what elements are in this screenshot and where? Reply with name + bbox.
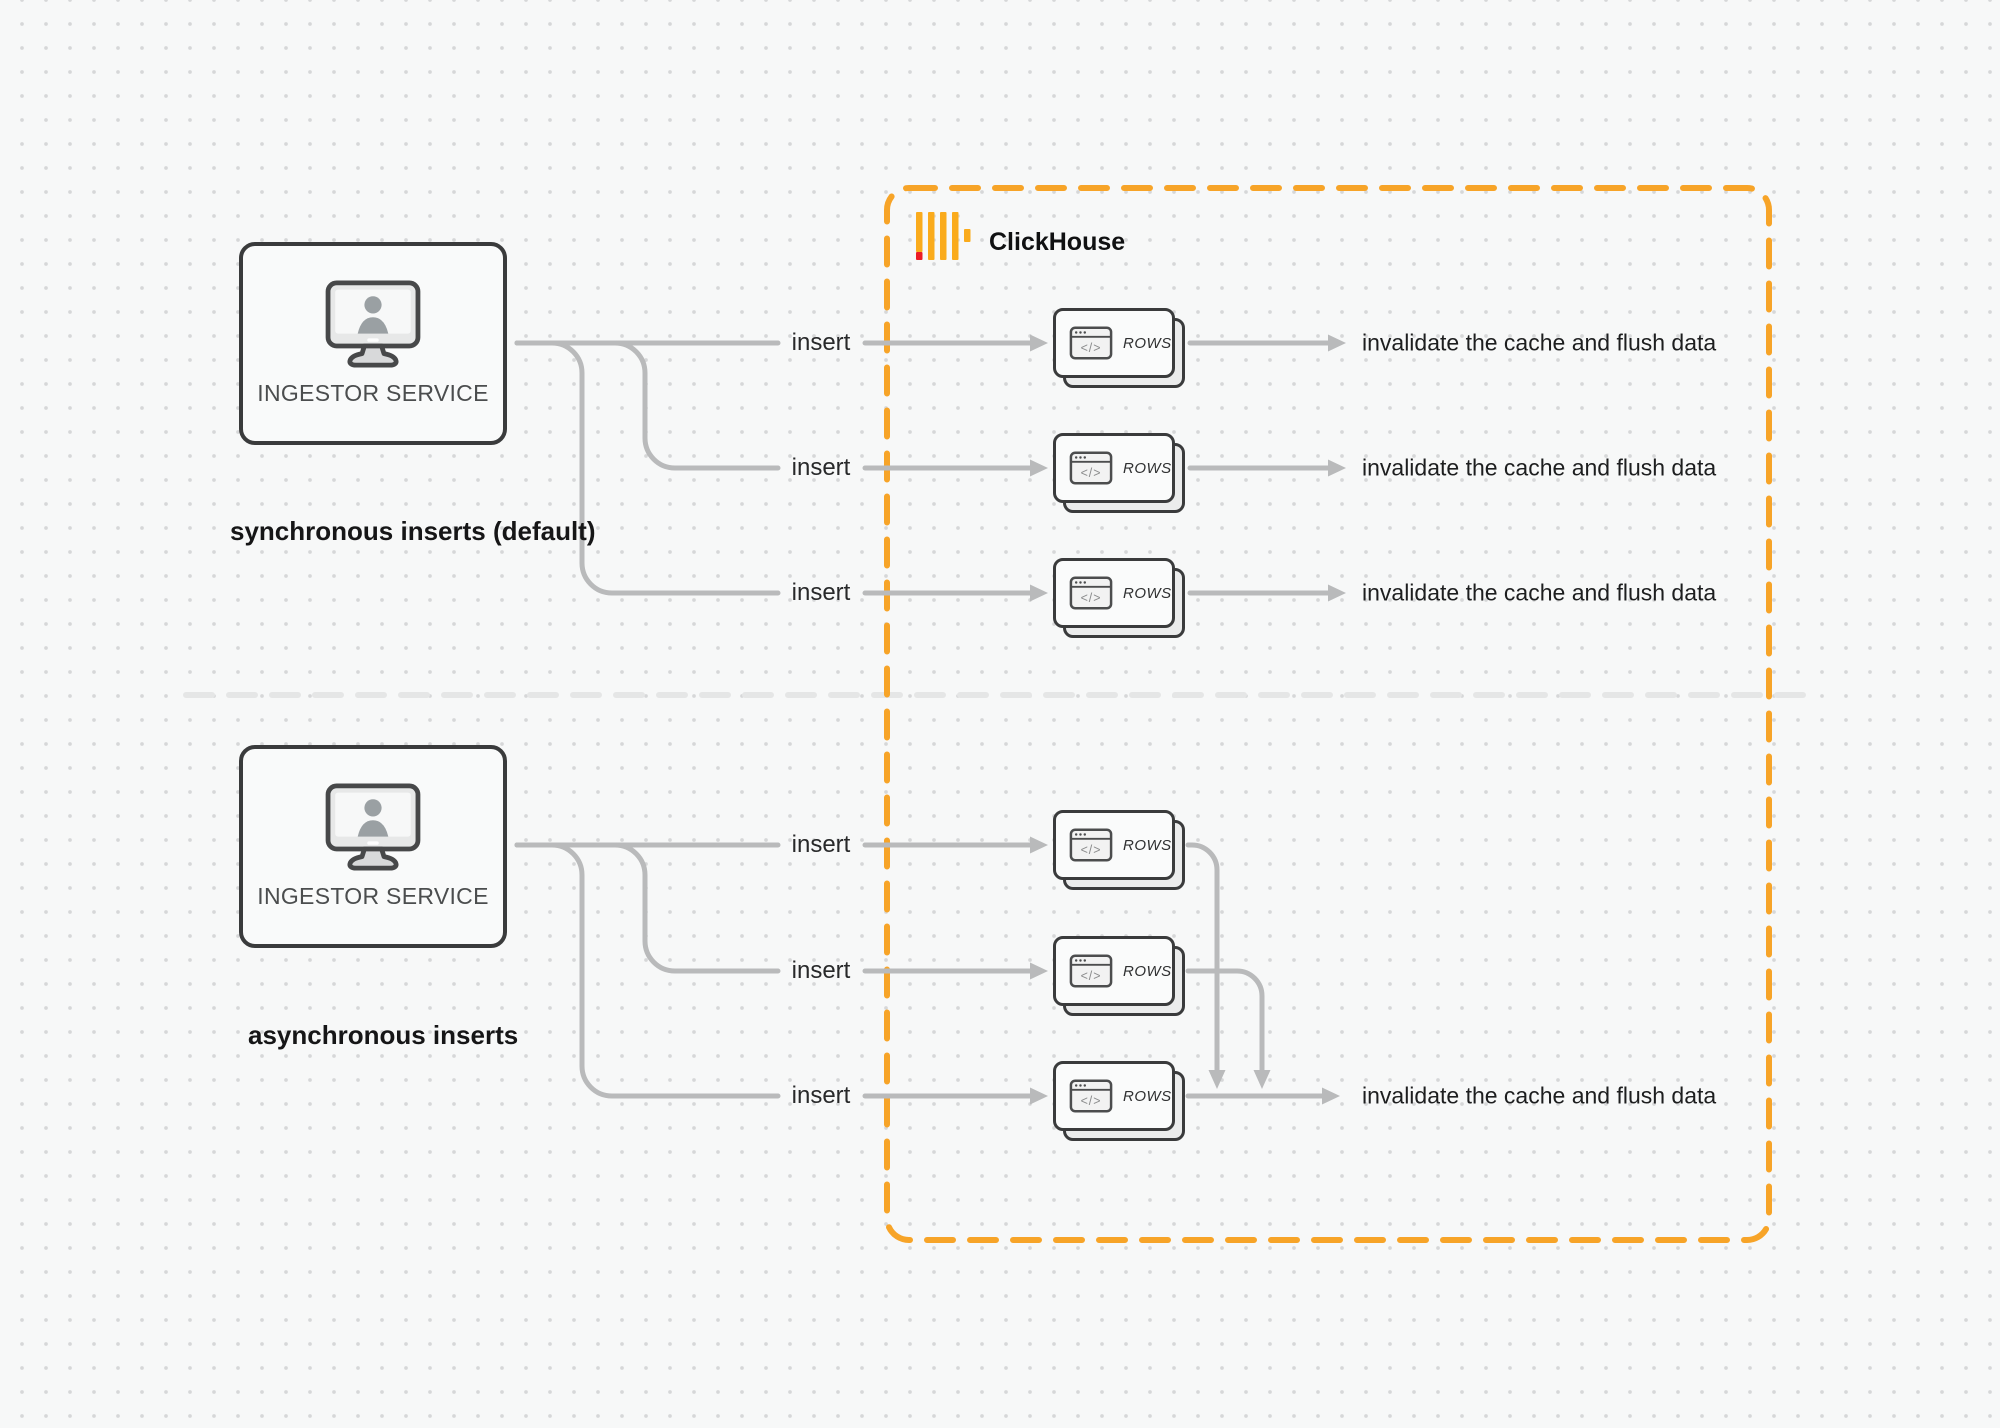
rows-card: </> ROWS: [1053, 308, 1187, 390]
svg-text:</>: </>: [1081, 341, 1102, 355]
arrow-head: [1030, 459, 1048, 477]
arrow-head: [1322, 1087, 1340, 1105]
connector-line: [514, 340, 781, 596]
insert-label: insert: [791, 579, 851, 606]
rows-card: </> ROWS: [1053, 433, 1187, 515]
clickhouse-label: ClickHouse: [989, 228, 1126, 256]
arrow-head: [1030, 1087, 1048, 1105]
rows-card-front: </> ROWS: [1053, 433, 1175, 503]
rows-label: ROWS: [1123, 1087, 1172, 1105]
rows-card-front: </> ROWS: [1053, 308, 1175, 378]
connector-line: [514, 842, 781, 1099]
code-window-icon: </>: [1069, 954, 1113, 988]
code-window-icon: </>: [1069, 451, 1113, 485]
rows-card: </> ROWS: [1053, 558, 1187, 640]
connector-line: [514, 842, 781, 974]
rows-label: ROWS: [1123, 334, 1172, 352]
rows-card-front: </> ROWS: [1053, 558, 1175, 628]
svg-text:</>: </>: [1081, 969, 1102, 983]
rows-card: </> ROWS: [1053, 810, 1187, 892]
insert-label: insert: [791, 831, 851, 858]
svg-text:</>: </>: [1081, 843, 1102, 857]
rows-card: </> ROWS: [1053, 936, 1187, 1018]
monitor-user-icon: [325, 280, 421, 368]
svg-text:</>: </>: [1081, 591, 1102, 605]
arrow-head: [1328, 584, 1346, 602]
rows-label: ROWS: [1123, 459, 1172, 477]
insert-label: insert: [791, 1082, 851, 1109]
code-window-icon: </>: [1069, 828, 1113, 862]
code-window-icon: </>: [1069, 326, 1113, 360]
arrow-head: [1030, 962, 1048, 980]
ingestor-service-label: INGESTOR SERVICE: [257, 883, 489, 909]
connector-line: [514, 340, 781, 471]
arrow-head: [1253, 1070, 1271, 1089]
connector-line: [1185, 968, 1265, 1073]
code-window-icon: </>: [1069, 576, 1113, 610]
monitor-user-icon: [325, 783, 421, 871]
rows-label: ROWS: [1123, 836, 1172, 854]
clickhouse-logo-icon: [916, 212, 971, 260]
arrow-head: [1030, 584, 1048, 602]
result-label: invalidate the cache and flush data: [1362, 579, 1717, 606]
arrow-head: [1328, 459, 1346, 477]
rows-card-front: </> ROWS: [1053, 936, 1175, 1006]
insert-label: insert: [791, 957, 851, 984]
result-label: invalidate the cache and flush data: [1362, 1082, 1717, 1109]
svg-text:</>: </>: [1081, 466, 1102, 480]
insert-label: insert: [791, 329, 851, 356]
ingestor-service-box-async: INGESTOR SERVICE: [239, 745, 507, 948]
rows-label: ROWS: [1123, 962, 1172, 980]
ingestor-service-box-sync: INGESTOR SERVICE: [239, 242, 507, 445]
insert-label: insert: [791, 454, 851, 481]
connector-line: [1185, 842, 1220, 1073]
ingestor-service-label: INGESTOR SERVICE: [257, 380, 489, 406]
rows-card: </> ROWS: [1053, 1061, 1187, 1143]
async-caption: asynchronous inserts: [248, 1020, 519, 1050]
rows-card-front: </> ROWS: [1053, 1061, 1175, 1131]
result-label: invalidate the cache and flush data: [1362, 454, 1717, 481]
sync-caption: synchronous inserts (default): [230, 516, 596, 546]
rows-card-front: </> ROWS: [1053, 810, 1175, 880]
arrow-head: [1030, 836, 1048, 854]
rows-label: ROWS: [1123, 584, 1172, 602]
code-window-icon: </>: [1069, 1079, 1113, 1113]
result-label: invalidate the cache and flush data: [1362, 329, 1717, 356]
arrow-head: [1030, 334, 1048, 352]
svg-text:</>: </>: [1081, 1094, 1102, 1108]
arrow-head: [1208, 1070, 1226, 1089]
arrow-head: [1328, 334, 1346, 352]
